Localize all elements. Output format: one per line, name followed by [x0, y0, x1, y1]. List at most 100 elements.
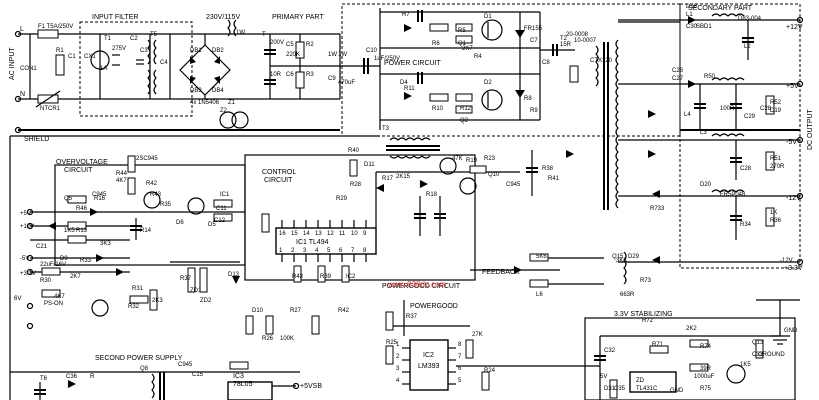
component-designator: R40 [348, 148, 360, 154]
component-designator: R6 [432, 41, 440, 47]
overvoltage-circuit [26, 155, 245, 330]
component-designator: C33 [752, 352, 764, 358]
component-designator: T5 [150, 32, 158, 38]
label-overvoltage-2: CIRCUIT [64, 167, 93, 174]
component-designator: C15 [192, 372, 204, 378]
ic1-pin-number: 6 [339, 248, 343, 254]
transformer-t6 [151, 373, 155, 399]
component-designator: R51 [770, 156, 782, 162]
inductor-l1 [711, 13, 745, 17]
ic1-pin-number: 14 [303, 231, 310, 237]
component-designator: L6 [536, 292, 543, 298]
component-designator: R34 [740, 222, 752, 228]
second-power-supply [9, 135, 380, 400]
ic1-pin-number: 11 [339, 231, 346, 237]
component-designator: D83-004 [738, 16, 762, 22]
component-designator: D6 [176, 220, 184, 226]
component-designator: Q10 [488, 172, 500, 178]
component-value: GND [670, 388, 684, 394]
component-designator: 1uF/250V [374, 56, 400, 62]
component-designator: ZD2 [200, 298, 212, 304]
component-designator: T6 [40, 376, 48, 382]
label-gnd-out: GND [784, 328, 798, 334]
ic2-pin-number: 6 [458, 366, 462, 372]
label-second-power-supply: SECOND POWER SUPPLY [95, 355, 183, 362]
component-value: +12V [20, 224, 34, 230]
component-designator: R37 [406, 314, 418, 320]
component-designator: R71 [652, 342, 664, 348]
component-designator: 27K [472, 332, 483, 338]
label-power-circuit: POWER CIRCUIT [384, 60, 442, 67]
component-designator: 47K [452, 156, 463, 162]
component-designator: R9 [530, 108, 538, 114]
ic1-pin-number: 5 [327, 248, 331, 254]
component-designator: R73 [640, 278, 652, 284]
component-designator: R25 [386, 340, 398, 346]
component-designator: D9 [60, 256, 68, 262]
component-designator: Q5 [64, 196, 73, 202]
component-designator: C27 [672, 76, 684, 82]
component-designator: R12 [460, 106, 472, 112]
component-designator: C945 [506, 182, 521, 188]
component-designator: DB4 [212, 88, 224, 94]
component-designator: FR5P048 [720, 192, 746, 198]
component-designator: 2K7 [70, 274, 81, 280]
label-input-filter: INPUT FILTER [92, 14, 138, 21]
component-designator: R41 [548, 176, 560, 182]
power-circuit-frame [341, 3, 681, 137]
component-designator: C945 [92, 192, 107, 198]
component-value: 470uF [338, 80, 355, 86]
component-designator: R17 [382, 176, 394, 182]
label-control-2: CIRCUIT [264, 177, 293, 184]
component-designator: R75 [700, 386, 712, 392]
component-designator: R733 [650, 206, 665, 212]
component-designator: C36 [66, 374, 78, 380]
component-designator: C11 [216, 206, 227, 212]
component-value: 1W [338, 52, 347, 58]
component-designator: C30 [686, 24, 698, 30]
component-designator: R14 [140, 228, 152, 234]
ic1-pin-number: 8 [363, 248, 367, 254]
component-designator: R46 [76, 206, 88, 212]
label-ground: GROUND [758, 352, 785, 358]
ic2-pin-number: 5 [458, 378, 462, 384]
component-designator: C9 [328, 76, 336, 82]
zd-part-label: TL431C [636, 386, 658, 392]
component-designator: T1 [104, 36, 112, 42]
ic1-block [261, 150, 604, 288]
component-designator: Q2 [460, 118, 469, 124]
component-designator: C2 [130, 36, 138, 42]
ic1-pin-number: 9 [363, 231, 367, 237]
transformer-t2 [389, 137, 431, 141]
ic1-pin-number: 7 [351, 248, 355, 254]
secondary-frame [679, 3, 801, 269]
input-wiring [14, 29, 340, 134]
inductor-l6 [623, 251, 627, 285]
component-designator: R39 [320, 274, 332, 280]
component-designator: R3 [306, 72, 314, 78]
output-p12: +12V [786, 24, 803, 31]
component-designator: 100R [720, 106, 735, 112]
output-n12: -12V [786, 195, 801, 202]
ic2-pin-number: 1 [396, 342, 400, 348]
label-secondary-part: SECONDARY PART [688, 5, 753, 12]
component-designator: D4 [400, 80, 408, 86]
component-designator: 10-0007 [574, 38, 597, 44]
component-designator: R74 [700, 344, 712, 350]
component-designator: Z2 [220, 108, 228, 114]
label-stabilizing: 3.3V STABILIZING [614, 311, 673, 318]
component-designator: R33 [80, 258, 92, 264]
component-designator: R43 [292, 274, 304, 280]
component-designator: 663R [620, 292, 635, 298]
component-designator: C5 [286, 42, 294, 48]
component-designator: Q1 [458, 41, 467, 47]
zd-label: ZD [636, 378, 645, 384]
ic1-pin-number: 13 [315, 231, 322, 237]
ic1-pin-number: 3 [303, 248, 307, 254]
component-designator: C35 [614, 386, 626, 392]
component-value: +3.3V [20, 271, 36, 277]
component-designator: Z1 [228, 100, 236, 106]
component-designator: DB3 [190, 88, 202, 94]
component-designator: L2 [744, 44, 751, 50]
transformer-t3-primary [595, 45, 599, 87]
